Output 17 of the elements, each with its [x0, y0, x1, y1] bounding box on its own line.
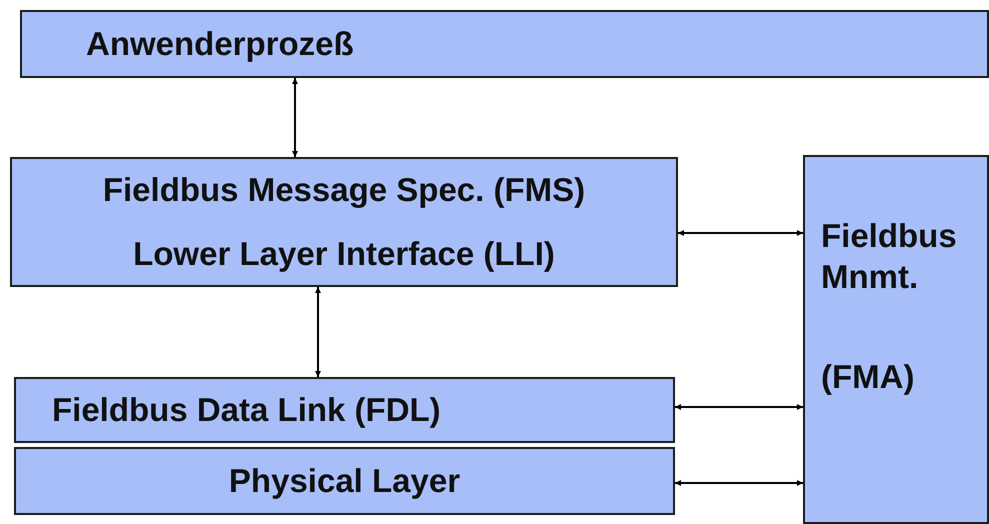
- layer-box: [803, 155, 989, 524]
- layer-box: [20, 10, 989, 78]
- layer-label: Fieldbus Mnmt.: [821, 216, 958, 298]
- layer-label: (FMA): [821, 356, 914, 397]
- layer-box: [14, 447, 675, 515]
- double-arrow: [675, 480, 803, 486]
- layer-box: [10, 157, 678, 287]
- double-arrow: [675, 404, 803, 410]
- double-arrow: [315, 287, 321, 377]
- layer-label: Lower Layer Interface (LLI): [133, 236, 555, 272]
- layer-label: Fieldbus Message Spec. (FMS): [102, 172, 586, 208]
- layer-label: Physical Layer: [228, 462, 460, 500]
- double-arrow: [678, 230, 803, 236]
- layer-label: Anwenderprozeß: [86, 26, 354, 62]
- layer-label: Fieldbus Data Link (FDL): [52, 392, 441, 428]
- layer-box: [14, 377, 675, 443]
- double-arrow: [292, 78, 298, 157]
